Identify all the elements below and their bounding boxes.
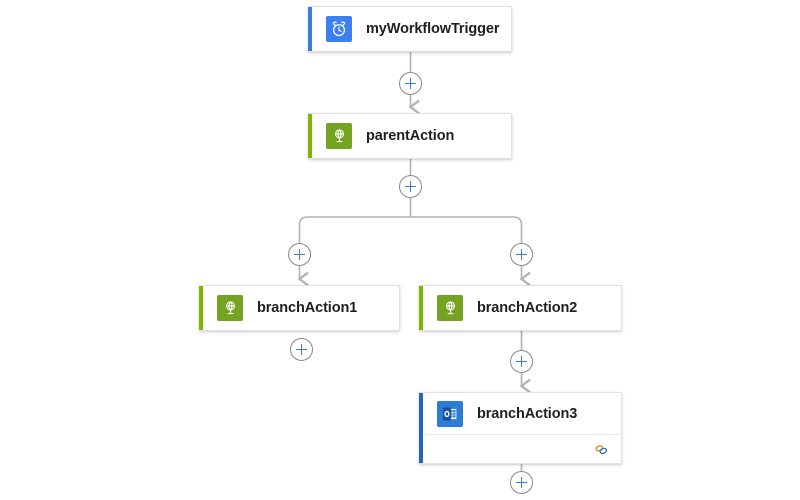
add-step-after-parent-action[interactable]	[399, 175, 422, 198]
workflow-node-branch-action1[interactable]: branchAction1	[199, 285, 400, 331]
node-title: myWorkflowTrigger	[366, 21, 500, 37]
add-step-branch-left[interactable]	[288, 243, 311, 266]
node-title: branchAction3	[477, 405, 578, 422]
add-step-after-branch-action1[interactable]	[290, 338, 313, 361]
node-accent-bar	[419, 393, 423, 463]
outlook-icon	[437, 400, 463, 427]
node-header: branchAction2	[419, 286, 621, 330]
add-step-after-branch-action2[interactable]	[510, 350, 533, 373]
workflow-node-branch-action3[interactable]: branchAction3	[419, 392, 622, 464]
node-header: myWorkflowTrigger	[308, 7, 511, 51]
node-title: parentAction	[366, 128, 455, 144]
node-header: parentAction	[308, 114, 511, 158]
node-accent-bar	[199, 286, 203, 330]
node-accent-bar	[419, 286, 423, 330]
node-header: branchAction3	[419, 393, 621, 434]
node-header: branchAction1	[199, 286, 399, 330]
workflow-node-parent-action[interactable]: parentAction	[308, 113, 512, 159]
node-accent-bar	[308, 7, 312, 51]
add-step-after-trigger[interactable]	[399, 72, 422, 95]
node-title: branchAction2	[477, 300, 578, 316]
node-title: branchAction1	[257, 300, 358, 316]
add-step-after-branch-action3[interactable]	[510, 471, 533, 494]
globe-action-icon	[437, 295, 463, 321]
node-footer	[419, 434, 621, 463]
alarm-clock-icon	[326, 16, 352, 42]
globe-action-icon	[217, 295, 243, 321]
add-step-branch-right[interactable]	[510, 243, 533, 266]
link-chain-icon[interactable]	[593, 441, 609, 457]
globe-action-icon	[326, 123, 352, 149]
workflow-node-trigger[interactable]: myWorkflowTrigger	[308, 6, 512, 52]
workflow-node-branch-action2[interactable]: branchAction2	[419, 285, 622, 331]
node-accent-bar	[308, 114, 312, 158]
